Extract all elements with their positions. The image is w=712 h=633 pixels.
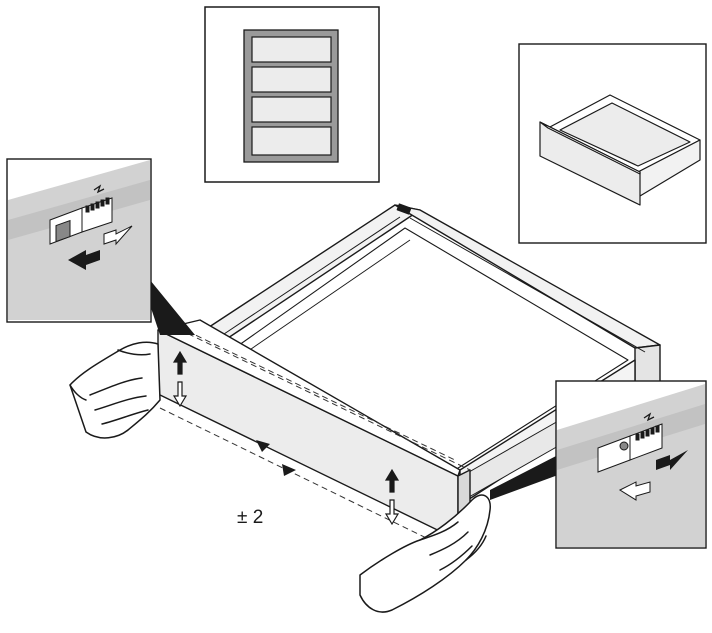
right-callout-leader <box>490 455 558 500</box>
left-detail-callout <box>6 158 195 335</box>
front-panel-height-arrows <box>172 350 400 526</box>
mini-drawer-inner <box>559 102 691 167</box>
drawer-front-panel-edge <box>157 319 461 477</box>
drawer-front-2 <box>251 66 332 93</box>
up-arrow-right <box>384 468 400 493</box>
drawer-front-4 <box>251 126 332 156</box>
right-detail-callout <box>490 380 707 549</box>
left-hand <box>69 341 161 439</box>
right-adjuster-mechanism <box>597 412 663 473</box>
left-callout-arrow-right <box>103 225 133 246</box>
tolerance-triangle-bottom <box>282 464 296 476</box>
tolerance-label: ± 2 <box>237 507 263 528</box>
drawer-front-3 <box>251 96 332 123</box>
right-callout-arrow-left <box>618 481 651 501</box>
left-callout-arrow-left <box>68 250 100 270</box>
drawer-perspective-inset <box>518 43 707 244</box>
tolerance-triangle-top <box>256 440 270 452</box>
front-panel-adjustment-outline <box>159 317 471 553</box>
stacked-drawers-inset <box>204 6 380 183</box>
down-arrow-left <box>172 381 188 408</box>
tolerance-markers <box>256 440 296 476</box>
left-callout-leader <box>150 280 195 335</box>
down-arrow-right <box>384 499 400 526</box>
drawer-box <box>157 203 661 541</box>
drawer-front-1 <box>251 36 332 63</box>
mini-drawer-front-edge <box>539 121 641 175</box>
right-hand <box>359 494 491 613</box>
left-adjuster-mechanism <box>49 184 113 245</box>
right-callout-arrow-right <box>656 450 688 470</box>
up-arrow-left <box>172 350 188 375</box>
